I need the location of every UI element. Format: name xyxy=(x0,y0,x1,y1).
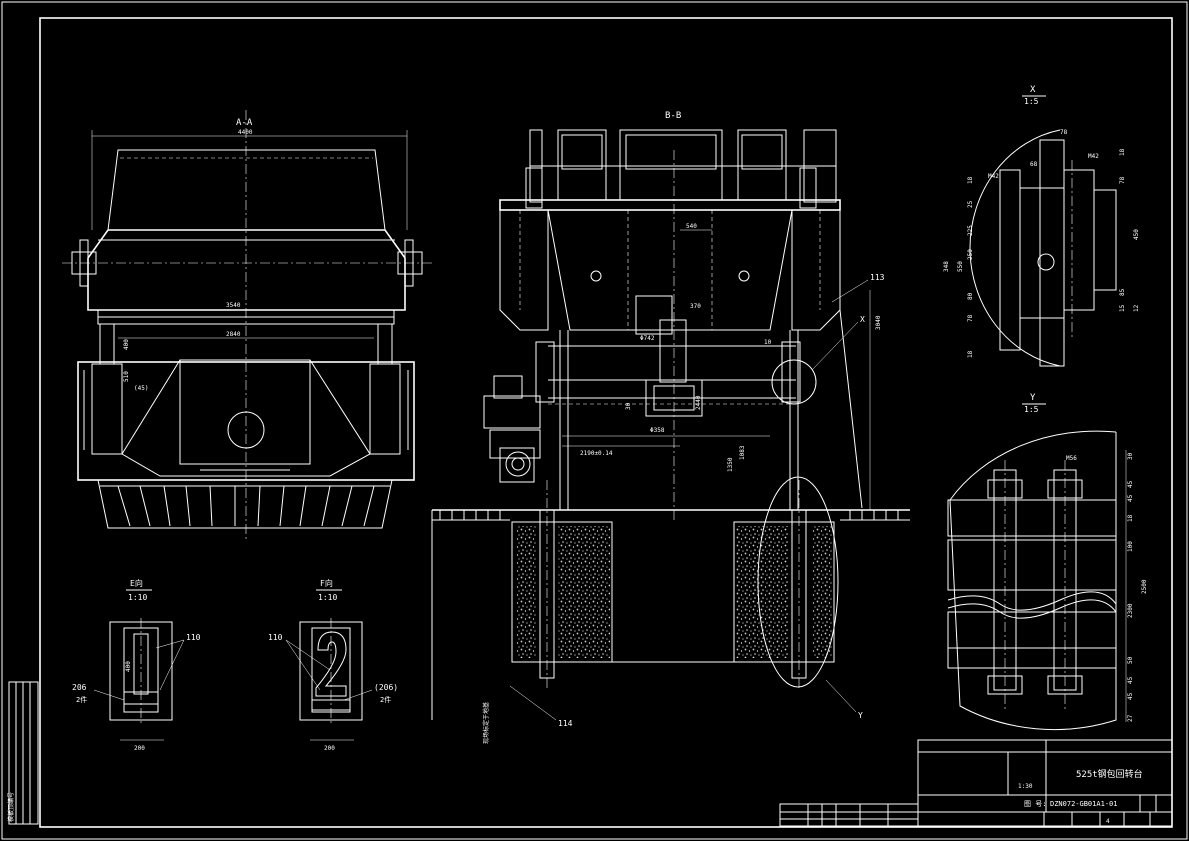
view-aa-label: A-A xyxy=(236,118,253,128)
f-view: F向 1:10 200 110 (206) 2件 xyxy=(268,578,398,752)
view-aa: A-A 4400 3540 2840 400 510 (45) xyxy=(62,110,432,540)
detail-y-dim-11: 27 xyxy=(1127,714,1134,722)
view-bb-vertical-note: 现场标定于地基 xyxy=(482,702,490,744)
detail-y-dim-10: 45 xyxy=(1127,692,1134,700)
view-bb-callout-y: Y xyxy=(858,711,863,720)
detail-x-dim-3: M42 xyxy=(988,173,999,180)
detail-y-dim-1: 30 xyxy=(1127,452,1134,460)
e-view-scale: 1:10 xyxy=(128,593,147,602)
view-bb-dim-10: 10 xyxy=(764,339,772,346)
detail-x-dim-11: 78 xyxy=(967,314,974,322)
detail-y-dim-8: 50 xyxy=(1127,656,1134,664)
detail-y: Y 1:5 M56 30 45 45 18 100 2500 2300 50 4… xyxy=(947,393,1148,731)
f-view-label: F向 xyxy=(320,578,333,588)
e-view: E向 1:10 400 200 110 206 2件 xyxy=(72,578,201,752)
view-bb-dim-30: 30 xyxy=(625,402,632,410)
detail-x-dim-1: 68 xyxy=(1030,161,1038,168)
detail-y-dim-0: M56 xyxy=(1066,455,1077,462)
detail-y-dim-9: 45 xyxy=(1127,676,1134,684)
detail-x-dim-2: M42 xyxy=(1088,153,1099,160)
detail-y-dim-5: 100 xyxy=(1127,541,1134,552)
detail-y-label: Y xyxy=(1030,393,1036,403)
detail-x-dim-18: 25 xyxy=(967,200,974,208)
detail-x-dim-14: 12 xyxy=(1133,304,1140,312)
view-bb-callout-x: X xyxy=(860,315,865,324)
view-bb-dim-3040: 3040 xyxy=(875,315,882,330)
f-view-callout-2: 2件 xyxy=(380,695,391,704)
left-note-text: 模板顶编号 xyxy=(7,792,15,822)
detail-x-dim-13: 15 xyxy=(1119,304,1126,312)
e-view-label: E向 xyxy=(130,578,143,588)
detail-x-dim-0: 78 xyxy=(1060,129,1068,136)
detail-y-dim-6: 2500 xyxy=(1141,579,1148,594)
left-margin-stamp: 模板顶编号 xyxy=(7,681,39,825)
view-bb-dim-370: 370 xyxy=(690,303,701,310)
title-block-title: 525t钢包回转台 xyxy=(1076,768,1143,780)
view-bb-callout-114: 114 xyxy=(558,719,573,728)
detail-y-dim-7: 2300 xyxy=(1127,603,1134,618)
detail-x-dim-12: 85 xyxy=(1119,288,1126,296)
title-block: 525t钢包回转台 图 号: DZN072-GB01A1-01 1:30 4 xyxy=(779,739,1173,827)
f-view-dim-0: 200 xyxy=(324,745,335,752)
f-view-scale: 1:10 xyxy=(318,593,337,602)
view-bb-dim-2190: 2190±0.14 xyxy=(580,450,613,457)
detail-x-dim-7: 250 xyxy=(967,249,974,260)
title-block-scale: 1:30 xyxy=(1018,783,1033,790)
e-view-callout-0: 110 xyxy=(186,633,201,642)
view-bb: B-B 540 370 Φ742 xyxy=(431,111,910,744)
view-bb-callout-113: 113 xyxy=(870,273,885,282)
f-view-callout-0: 110 xyxy=(268,633,283,642)
title-block-drawing-no: DZN072-GB01A1-01 xyxy=(1050,800,1117,808)
e-view-callout-2: 2件 xyxy=(76,695,87,704)
view-bb-dim-1083: 1083 xyxy=(739,445,746,460)
detail-x-dim-17: 18 xyxy=(967,350,974,358)
view-aa-dim5: (45) xyxy=(134,385,148,392)
view-aa-width-dim: 4400 xyxy=(238,129,253,136)
e-view-dim-1: 200 xyxy=(134,745,145,752)
view-aa-dim4: 510 xyxy=(123,371,130,382)
view-aa-dim2: 2840 xyxy=(226,331,241,338)
detail-y-dim-2: 45 xyxy=(1127,480,1134,488)
detail-x-dim-9: 348 xyxy=(943,261,950,272)
detail-x-dim-16: 18 xyxy=(967,176,974,184)
detail-y-dim-4: 18 xyxy=(1127,514,1134,522)
view-bb-phi742: Φ742 xyxy=(640,335,655,342)
title-block-sheet: 4 xyxy=(1106,818,1110,825)
view-aa-dim3: 400 xyxy=(123,339,130,350)
view-bb-dim-1350: 1350 xyxy=(727,457,734,472)
detail-x-dim-10: 450 xyxy=(1133,229,1140,240)
detail-x: X 1:5 78 68 M42 M42 18 78 225 250 550 34… xyxy=(943,85,1140,367)
detail-x-dim-4: 18 xyxy=(1119,148,1126,156)
inner-frame xyxy=(39,17,1173,828)
detail-x-dim-8: 550 xyxy=(957,261,964,272)
view-bb-phi358: Φ358 xyxy=(650,427,665,434)
e-view-dim-0: 400 xyxy=(125,661,132,672)
detail-y-scale: 1:5 xyxy=(1024,405,1039,414)
f-view-callout-1: (206) xyxy=(374,683,398,692)
detail-x-dim-15: 80 xyxy=(967,292,974,300)
detail-x-scale: 1:5 xyxy=(1024,97,1039,106)
title-block-drawing-no-label: 图 号: xyxy=(1024,800,1046,808)
e-view-callout-1: 206 xyxy=(72,683,87,692)
view-aa-dim1: 3540 xyxy=(226,302,241,309)
detail-y-dim-3: 45 xyxy=(1127,494,1134,502)
detail-x-label: X xyxy=(1030,85,1036,95)
detail-x-dim-6: 225 xyxy=(967,225,974,236)
view-bb-dim-2440: 2440 xyxy=(695,395,702,410)
detail-x-dim-5: 78 xyxy=(1119,176,1126,184)
view-bb-label: B-B xyxy=(665,111,681,121)
view-bb-dim-540: 540 xyxy=(686,223,697,230)
